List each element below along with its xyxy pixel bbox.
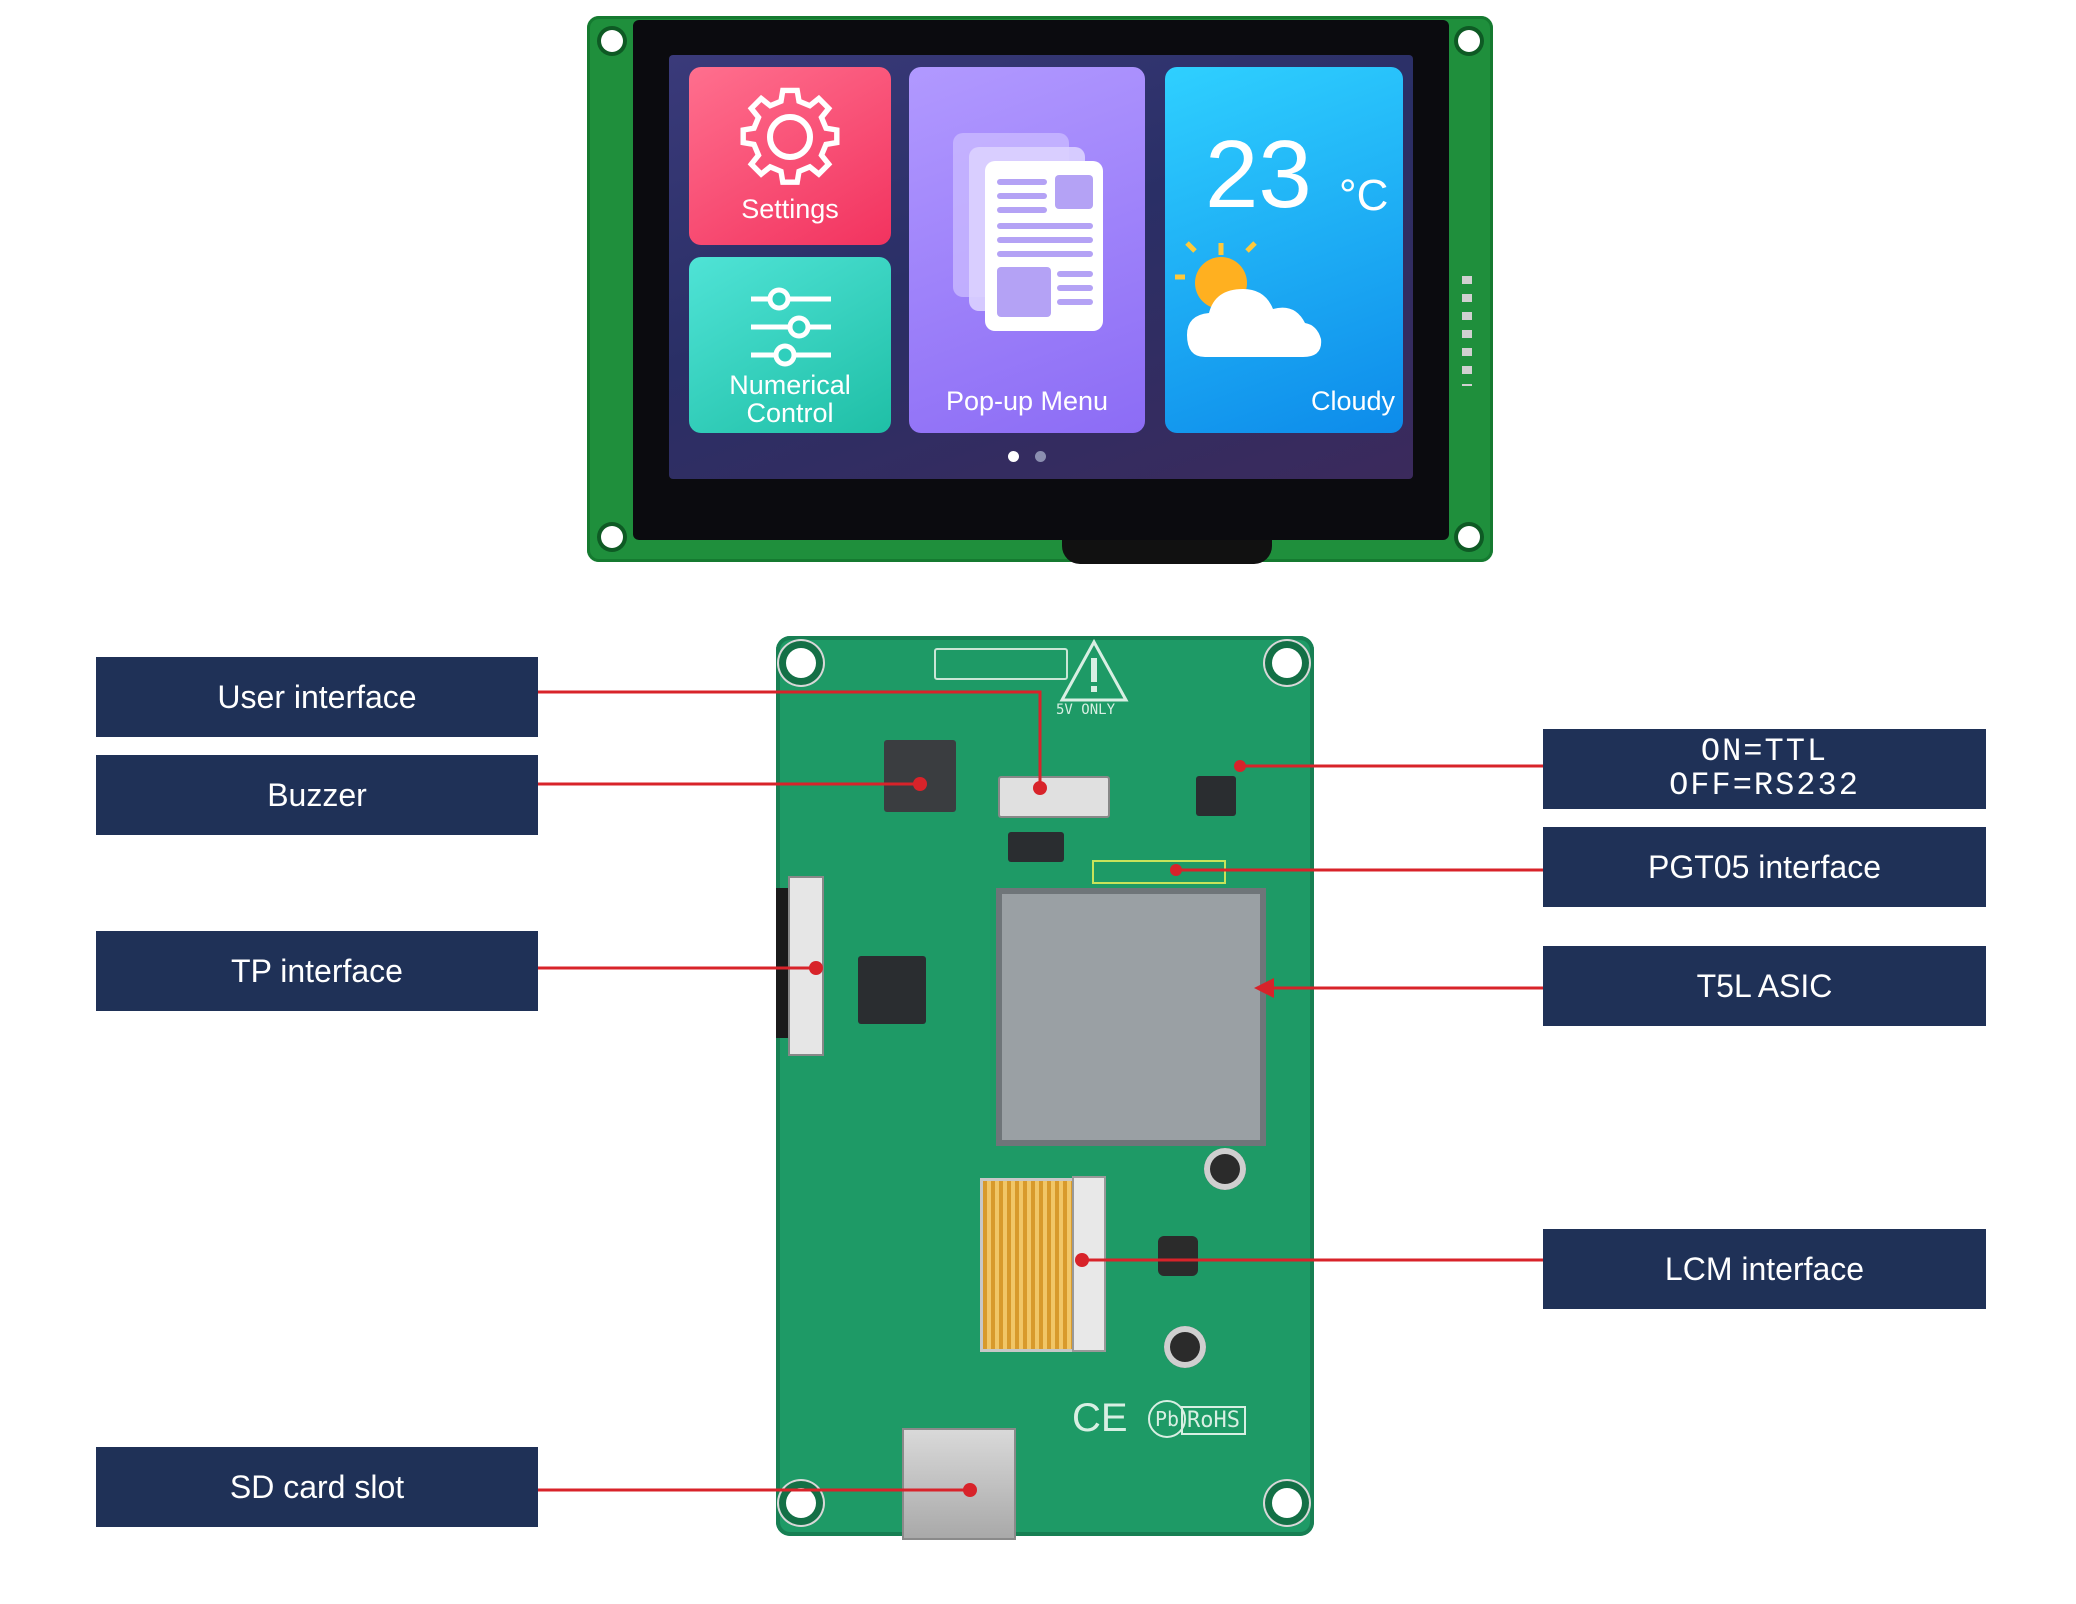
tp-interface-label: TP interface (96, 931, 538, 1011)
ce-mark: CE (1072, 1396, 1128, 1440)
page-dot-active[interactable] (1008, 451, 1019, 462)
buzzer-component (884, 740, 956, 812)
ttl-switch-chip (1196, 776, 1236, 816)
user-interface-label: User interface (96, 657, 538, 737)
pgt05-interface-label: PGT05 interface (1543, 827, 1986, 907)
sd-card-dot (963, 1483, 977, 1497)
pb-free-mark: Pb (1148, 1400, 1186, 1438)
ic-chip (1008, 832, 1064, 862)
t5l-asic-label: T5L ASIC (1543, 946, 1986, 1026)
weather-tile[interactable]: 23 °C Cloudy (1165, 67, 1403, 433)
t5l-asic-chip (996, 888, 1266, 1146)
popup-menu-tile[interactable]: Pop-up Menu (909, 67, 1145, 433)
lcm-interface-label: LCM interface (1543, 1229, 1986, 1309)
settings-tile[interactable]: Settings (689, 67, 891, 245)
warning-triangle-icon (1059, 638, 1129, 702)
buzzer-dot (913, 777, 927, 791)
ttl-dot (1234, 760, 1246, 772)
user-interface-connector (998, 776, 1110, 818)
back-pcb: 5V ONLY CE Pb RoHS (776, 636, 1314, 1540)
mount-hole (1272, 1488, 1302, 1518)
inductor (1158, 1236, 1198, 1276)
ttl-rs232-label: ON=TTL OFF=RS232 (1543, 729, 1986, 809)
ttl-label-line1: ON=TTL (1700, 733, 1829, 770)
popup-menu-label: Pop-up Menu (945, 386, 1109, 416)
mount-hole (786, 1488, 816, 1518)
lcm-dot (1075, 1253, 1089, 1267)
mount-hole (601, 526, 623, 548)
mount-hole (1272, 648, 1302, 678)
settings-label: Settings (741, 194, 839, 224)
capacitor (1164, 1326, 1206, 1368)
user-interface-header (934, 648, 1068, 680)
bottom-cable-tab (1062, 540, 1272, 564)
display-screen: Settings Numerical Control (669, 55, 1413, 479)
pgt05-pin-header (1092, 860, 1226, 884)
tp-flex-cable (776, 888, 790, 1038)
numerical-control-label: Numerical Control (729, 370, 851, 428)
page-dot[interactable] (1035, 451, 1046, 462)
rohs-mark: RoHS (1181, 1406, 1246, 1435)
front-display-module: Settings Numerical Control (0, 0, 2076, 600)
temperature-value: 23 (1205, 121, 1312, 228)
pgt05-dot (1170, 864, 1182, 876)
sun-cloud-icon (1175, 241, 1322, 357)
mount-hole (1458, 526, 1480, 548)
gear-icon (740, 87, 840, 185)
sd-card-slot-component (902, 1428, 1016, 1540)
document-stack-icon (953, 133, 1103, 331)
mount-hole (601, 30, 623, 52)
ttl-label-line2: OFF=RS232 (1669, 767, 1860, 804)
user-interface-leader (538, 690, 1042, 786)
tp-connector (788, 876, 824, 1056)
numerical-control-tile[interactable]: Numerical Control (689, 257, 891, 433)
warning-text: 5V ONLY (1056, 702, 1116, 718)
sd-card-slot-label: SD card slot (96, 1447, 538, 1527)
buzzer-label: Buzzer (96, 755, 538, 835)
side-pins (1462, 276, 1472, 386)
weather-condition-label: Cloudy (1310, 386, 1395, 416)
capacitor (1204, 1148, 1246, 1190)
user-interface-dot (1033, 781, 1047, 795)
sliders-icon (751, 287, 831, 367)
tp-interface-dot (809, 961, 823, 975)
mount-hole (1458, 30, 1480, 52)
mount-hole (786, 648, 816, 678)
t5l-asic-arrowhead (1254, 978, 1274, 998)
temperature-unit: °C (1339, 171, 1389, 220)
touch-controller-chip (858, 956, 926, 1024)
